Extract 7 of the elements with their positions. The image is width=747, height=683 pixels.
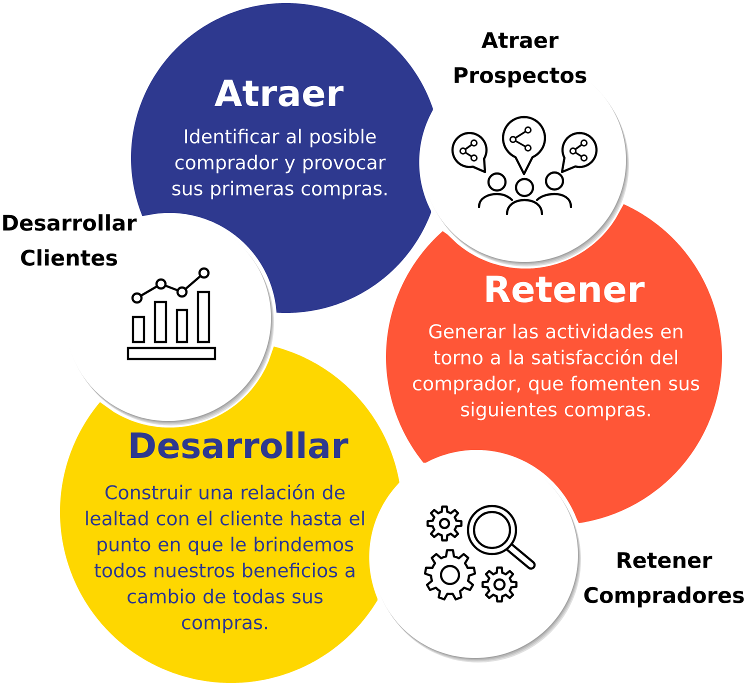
heading: Retener: [486, 276, 645, 302]
heading: Atraer: [214, 80, 344, 106]
description: Identificar al posible comprador y provocar sus primeras compras.: [172, 128, 387, 200]
heading: Desarrollar: [130, 431, 348, 458]
description: Generar las actividades en torno a la satisfacción del comprador, que fomenten sus siguientes compras.: [413, 324, 700, 420]
description: Construir una relación de lealtad con el cliente hasta el punto en que le brindemos todos nuestros beneficios a cambio de todas sus compras.: [86, 484, 364, 634]
heading: Retener Compradores: [584, 552, 744, 608]
